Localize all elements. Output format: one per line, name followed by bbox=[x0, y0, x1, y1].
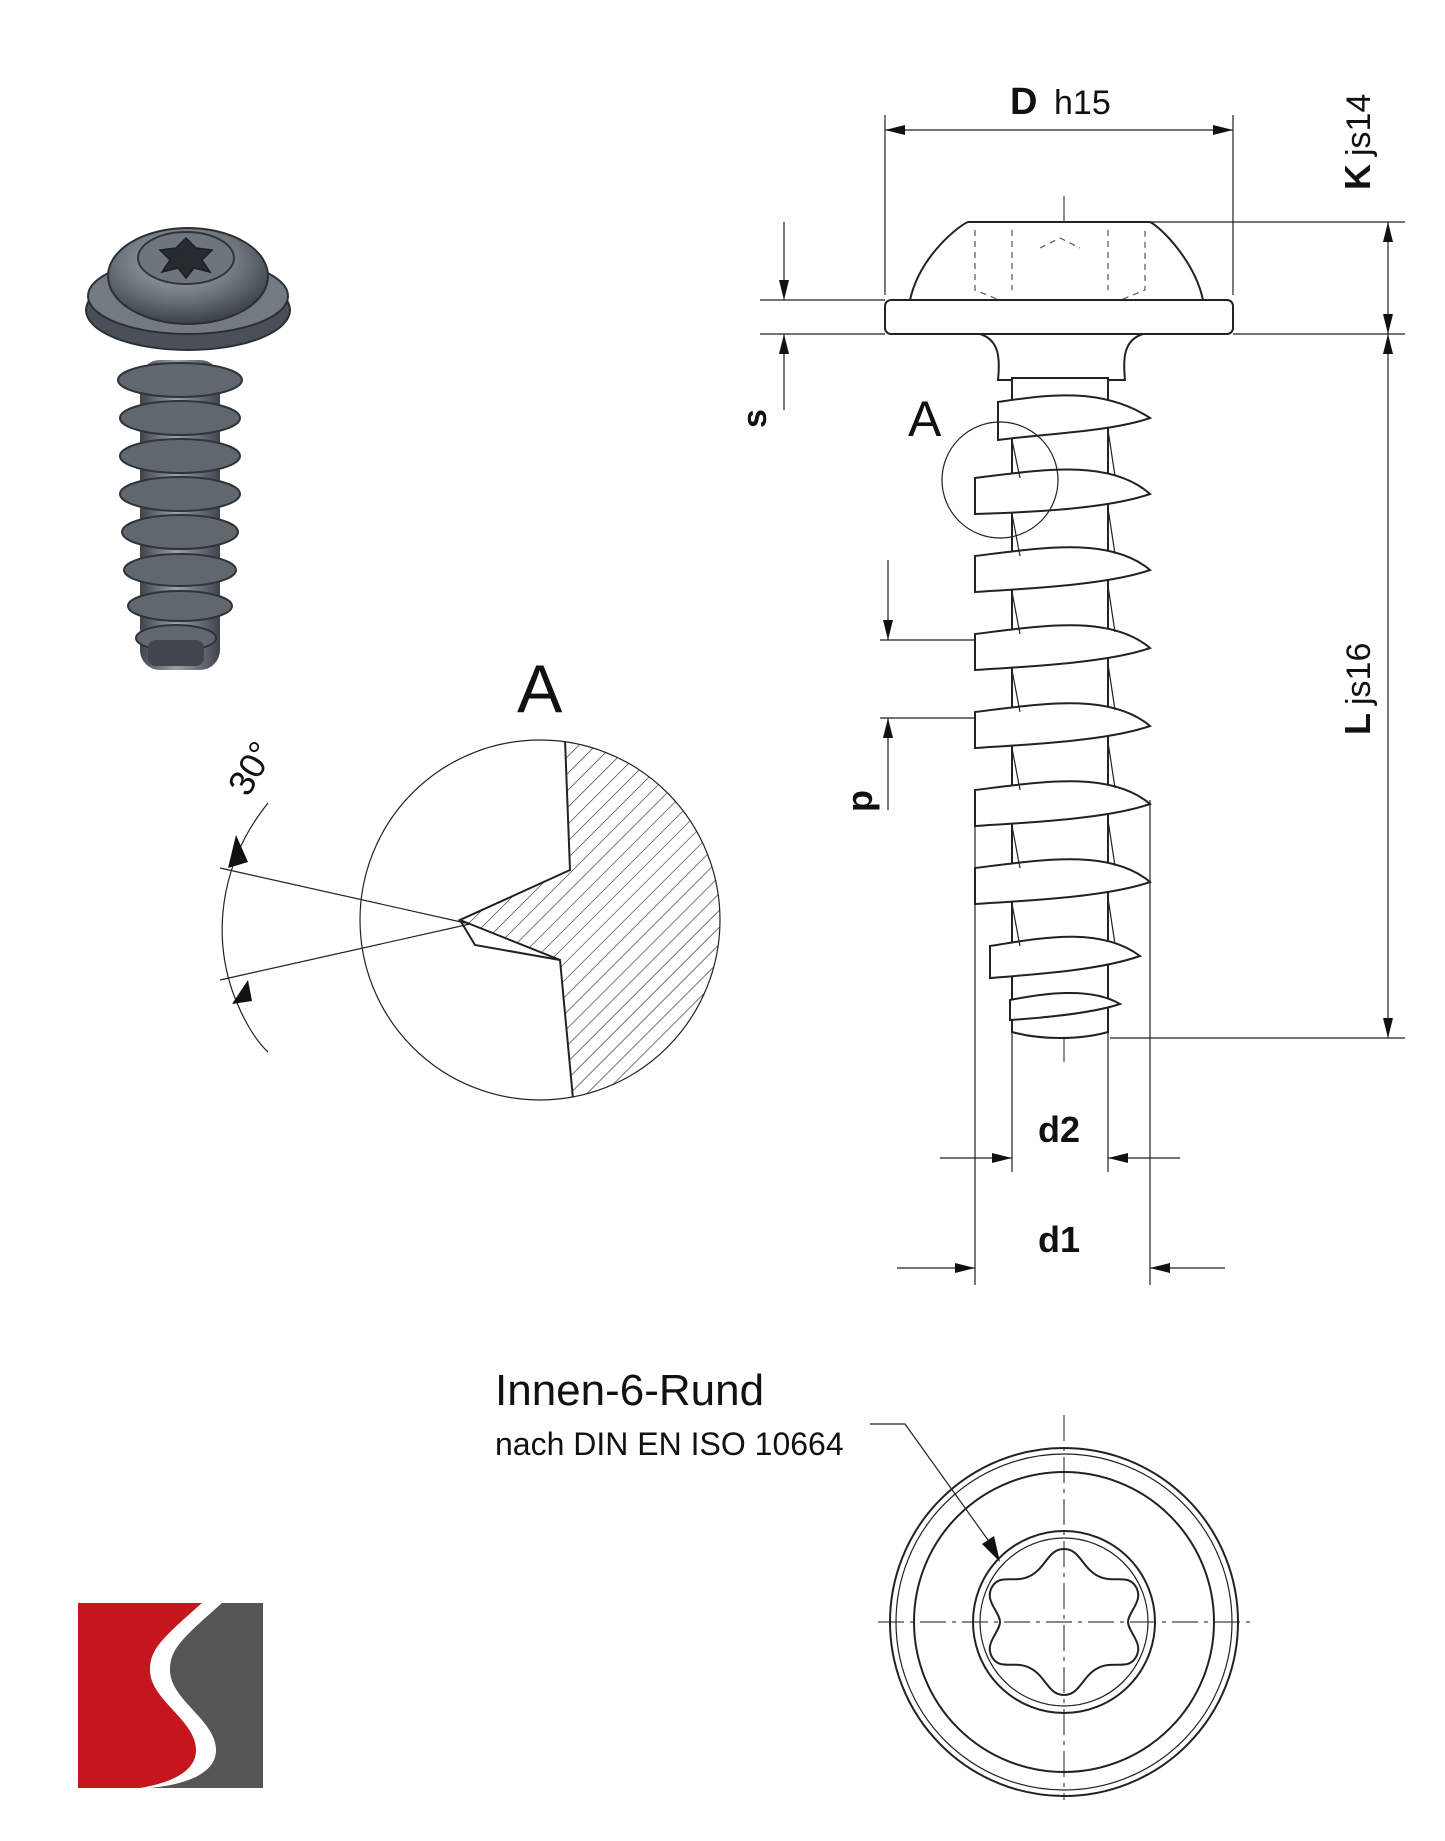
drive-note-title: Innen-6-Rund bbox=[495, 1366, 764, 1415]
label-l-tolerance: js16 bbox=[1340, 643, 1378, 706]
label-k: K bbox=[1337, 164, 1378, 190]
label-d2: d2 bbox=[1038, 1109, 1080, 1150]
screw-3d-render-icon bbox=[85, 227, 291, 670]
screw-side-view bbox=[884, 196, 1234, 1062]
drive-note-subtitle: nach DIN EN ISO 10664 bbox=[495, 1426, 844, 1462]
label-d: D bbox=[1010, 81, 1037, 123]
label-d-tolerance: h15 bbox=[1054, 84, 1111, 122]
angle-label: 30° bbox=[219, 734, 282, 802]
label-l: L bbox=[1337, 713, 1378, 735]
label-s: s bbox=[736, 409, 774, 428]
s-brand-logo-icon bbox=[78, 1603, 263, 1788]
dimension-lines bbox=[760, 115, 1405, 1285]
label-d1: d1 bbox=[1038, 1219, 1080, 1260]
label-k-tolerance: js14 bbox=[1340, 94, 1378, 157]
detail-a-view bbox=[219, 739, 721, 1101]
top-view-drive bbox=[870, 1415, 1250, 1800]
label-p: p bbox=[839, 790, 880, 812]
detail-a-title: A bbox=[517, 651, 563, 727]
detail-a-marker: A bbox=[908, 391, 942, 447]
